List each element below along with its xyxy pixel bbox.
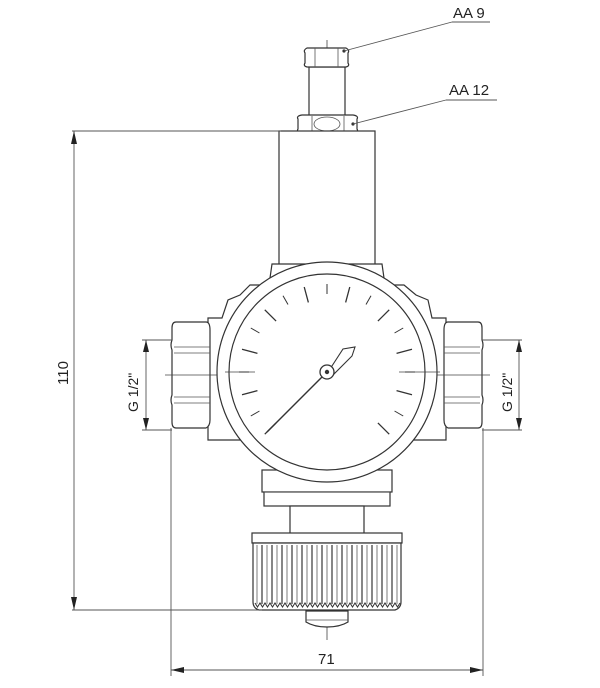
gauge-tick — [250, 327, 260, 334]
inlet-thread-dimension: G 1/2" — [125, 339, 172, 431]
gauge-needle — [266, 346, 356, 433]
gauge-tick — [394, 327, 404, 334]
gauge-tick — [303, 286, 309, 303]
gauge-tick — [241, 390, 258, 396]
gauge-tick — [365, 295, 372, 305]
width-dimension: 71 — [170, 428, 484, 676]
callout-aa9: AA 9 — [342, 5, 490, 53]
outlet-thread-label: G 1/2" — [499, 373, 515, 412]
inlet-thread-label: G 1/2" — [125, 373, 141, 412]
gauge-tick — [241, 348, 258, 354]
height-dimension-label: 110 — [55, 361, 72, 385]
gauge-tick — [282, 295, 289, 305]
gauge-tick — [250, 410, 260, 417]
callout-aa12: AA 12 — [351, 82, 497, 126]
inlet-connector — [165, 321, 250, 429]
gauge-tick — [377, 309, 390, 322]
gauge-tick — [396, 348, 413, 354]
gauge-scale-ticks — [239, 284, 415, 435]
bonnet — [269, 130, 385, 279]
callout-aa9-label: AA 9 — [453, 5, 485, 22]
callout-aa12-label: AA 12 — [449, 82, 489, 99]
gauge-tick — [396, 390, 413, 396]
gauge-tick — [394, 410, 404, 417]
gauge-tick — [264, 309, 277, 322]
pressure-gauge — [216, 261, 440, 483]
adjusting-screw — [303, 47, 350, 118]
lock-nut — [296, 114, 359, 134]
height-dimension: 110 — [55, 130, 281, 611]
gauge-tick — [377, 422, 390, 435]
outlet-thread-dimension: G 1/2" — [482, 339, 522, 431]
knurled-knob — [251, 532, 403, 628]
width-dimension-label: 71 — [318, 651, 335, 668]
gauge-tick — [345, 286, 351, 303]
